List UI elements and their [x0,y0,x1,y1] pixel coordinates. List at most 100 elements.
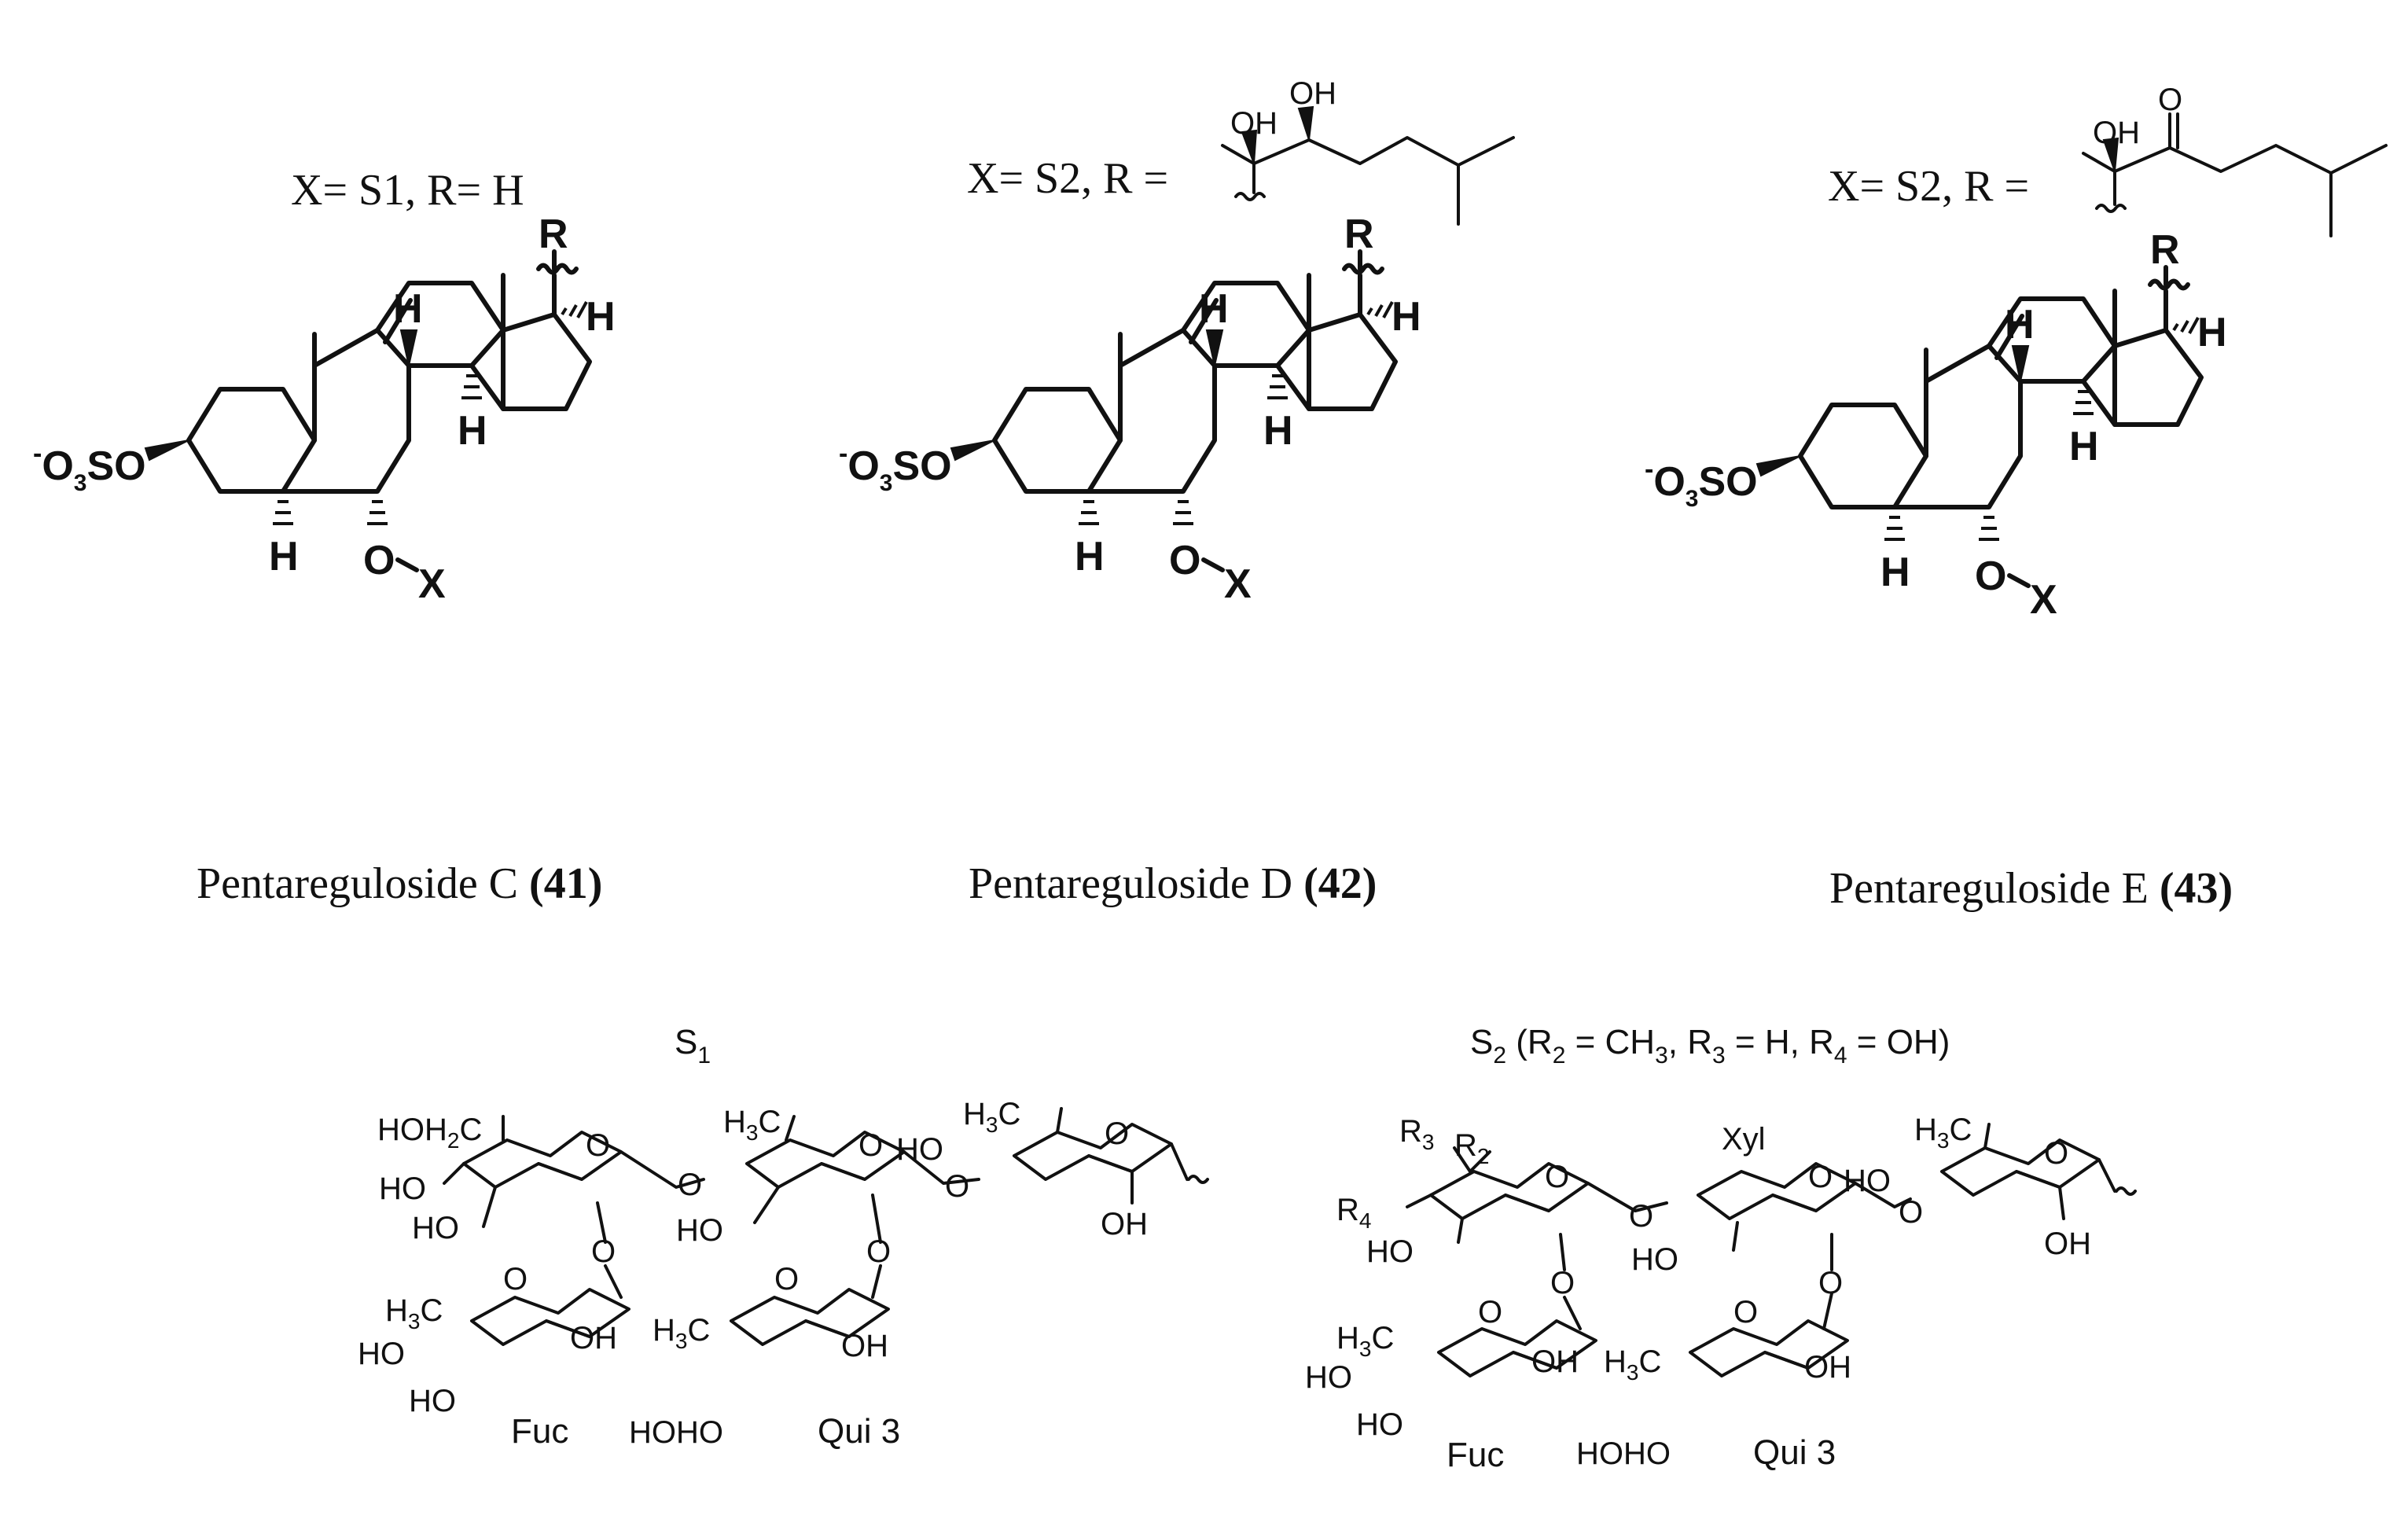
ho-label: HO [1366,1234,1414,1269]
x-label: X [418,561,446,607]
h-label: H [2005,302,2035,348]
glyco-o-label: O [1818,1266,1843,1300]
ho-label: HO [1305,1360,1352,1395]
rdef-41: X= S1, R= H [291,166,524,215]
ho-label: HO [1631,1242,1678,1277]
oh-label: OH [1804,1350,1851,1385]
glyco-o-label: O [591,1234,616,1269]
glyco-o-label: O [866,1234,891,1269]
ho-label: HO [409,1384,456,1418]
glyco-o-label: O [678,1168,702,1202]
o-label: O [1169,538,1200,583]
h3c-label: H3C [1914,1113,1972,1153]
compound-42-name: Pentareguloside D (42) [969,859,1377,908]
h-label: H [1391,294,1421,340]
rdef-43-label: X= S2, R = [1828,162,2029,211]
rdef-43: X= S2, R = OH O [1828,83,2388,237]
ring-o-label: O [503,1262,528,1296]
h-label: H [1199,286,1229,332]
glyco-o-label: O [1899,1195,1923,1230]
oh-label: OH [2044,1227,2091,1261]
ho-label: HO [358,1337,405,1371]
fuc-label: Fuc [1447,1436,1504,1474]
glyco-o-label: O [1550,1266,1575,1300]
ho-label: HO [1844,1164,1891,1198]
r4-label: R4 [1336,1193,1371,1233]
s1-title: S1 [675,1023,711,1068]
h3c-label: H3C [1604,1344,1661,1385]
ho-label: HO [896,1132,943,1167]
h-label: H [393,286,423,332]
oh-label: OH [1230,106,1278,141]
side-chain-43: OH O [2082,83,2388,237]
o-label: O [1975,554,2006,599]
ring-o-label: O [1733,1295,1758,1330]
h3c-label: H3C [723,1105,781,1145]
steroid-42: R H H H H O X -O3SO [839,211,1421,607]
hoho-label: HOHO [1576,1436,1671,1471]
r2-label: R2 [1454,1128,1489,1168]
qui-label: Qui 3 [818,1412,900,1451]
r-label: R [2150,227,2180,273]
ring-o-label: O [1808,1160,1833,1194]
sulfate-label: -O3SO [33,439,146,496]
x-label: X [2030,577,2057,623]
h-label: H [586,294,616,340]
fuc-label: Fuc [511,1412,568,1451]
glyco-o-label: O [945,1169,969,1204]
xyl-label: Xyl [1722,1122,1766,1157]
svg-text:-O3SO: -O3SO [839,439,952,496]
rdef-42: X= S2, R = OH OH [967,76,1515,226]
oh-label: OH [1101,1207,1148,1241]
steroid-43: R H H H H O X -O3SO [1645,227,2227,623]
h3c-label: H3C [653,1313,710,1353]
ring-o-label: O [586,1128,610,1163]
svg-text:-O3SO: -O3SO [1645,454,1758,512]
h3c-label: H3C [385,1293,443,1333]
glyco-o-label: O [1629,1199,1653,1234]
h-label: H [1263,408,1293,454]
ring-o-label: O [858,1128,883,1163]
sugar-chain-s1: S1 HOH2C O HO HO O O H3C O HO O [358,1023,1209,1451]
qui-label: Qui 3 [1753,1433,1836,1472]
compound-43-name: Pentareguloside E (43) [1829,864,2233,913]
x-label: X [1224,561,1252,607]
compound-41-name: Pentareguloside C (41) [197,859,602,908]
h-label: H [1075,534,1105,579]
h3c-label: H3C [1336,1321,1394,1361]
hoh2c-label: HOH2C [377,1113,482,1153]
rdef-41-label: X= S1, R= H [291,166,524,215]
h-label: H [2197,310,2227,355]
svg-text:-O3SO: -O3SO [33,439,146,496]
h-label: H [1880,550,1910,595]
rdef-42-label: X= S2, R = [967,154,1168,203]
ho-label: HO [412,1211,459,1245]
r3-label: R3 [1399,1114,1434,1154]
ring-o-label: O [1105,1116,1129,1151]
ho-label: HO [676,1213,723,1248]
oh-label: OH [1531,1344,1579,1379]
sugar-chain-s2: S2 (R2 = CH3, R3 = H, R4 = OH) R3 R2 R4 … [1305,1023,2137,1474]
oh-label: OH [570,1321,617,1355]
sulfate-label: -O3SO [1645,454,1758,512]
oh-label: OH [1289,76,1336,111]
s2-title: S2 (R2 = CH3, R3 = H, R4 = OH) [1470,1023,1950,1068]
h-label: H [458,408,487,454]
o-label: O [363,538,395,583]
ho-label: HO [379,1171,426,1206]
r-label: R [1344,211,1374,257]
h-label: H [269,534,299,579]
hoho-label: HOHO [629,1415,723,1450]
steroid-41: R H H H H O X -O3SO [33,211,616,607]
sulfate-label: -O3SO [839,439,952,496]
side-chain-42: OH OH [1221,76,1515,226]
ring-o-label: O [774,1262,799,1296]
ring-o-label: O [2044,1136,2068,1171]
oh-label: OH [841,1329,888,1363]
ring-o-label: O [1545,1160,1569,1194]
oh-label: OH [2093,116,2140,150]
ketone-o-label: O [2158,83,2182,117]
ring-o-label: O [1478,1295,1502,1330]
ho-label: HO [1356,1407,1403,1442]
